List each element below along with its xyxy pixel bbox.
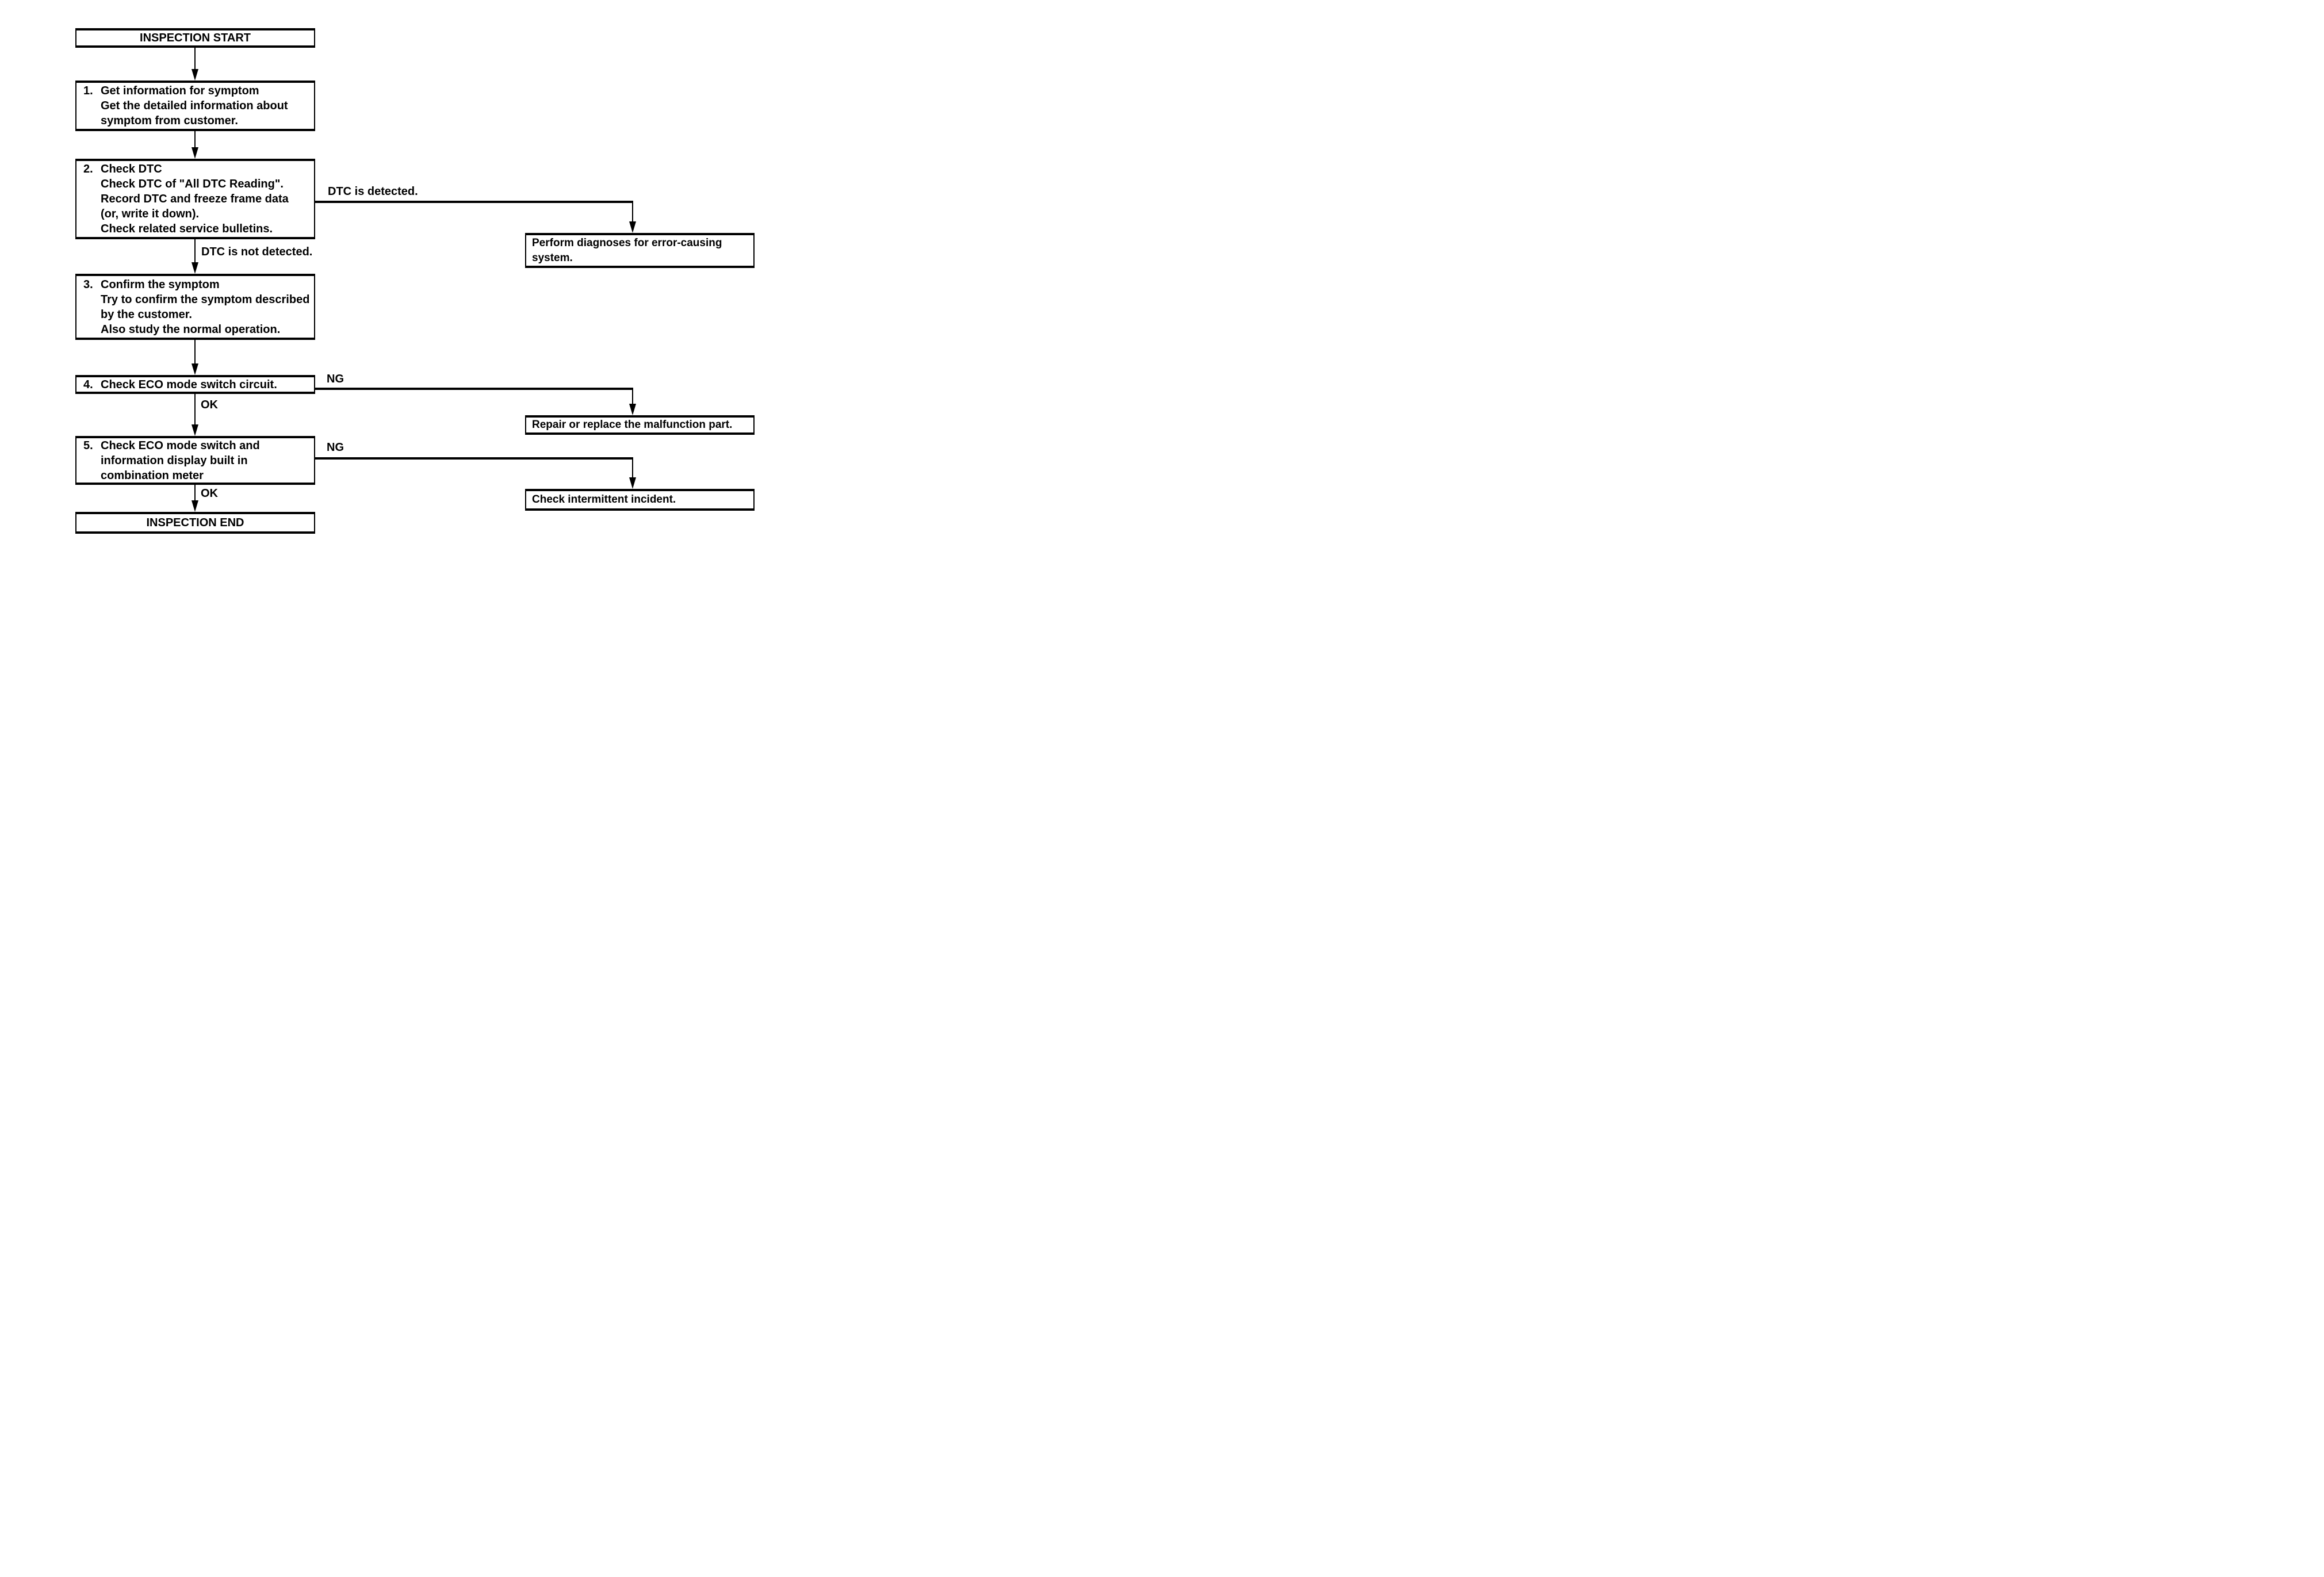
node-step2-check-dtc: 2. Check DTC Check DTC of "All DTC Readi… xyxy=(75,159,315,239)
connector-ng-step4-vertical xyxy=(632,390,633,405)
step4-title: Check ECO mode switch circuit. xyxy=(101,378,277,391)
step3-line: Also study the normal operation. xyxy=(101,323,281,336)
arrowhead-step4-to-step5 xyxy=(192,424,198,436)
step4-number: 4. xyxy=(83,378,93,391)
edge-label-ok-step5: OK xyxy=(201,487,218,500)
step3-title: Confirm the symptom xyxy=(101,278,220,291)
edge-label-ng-step5: NG xyxy=(327,441,344,454)
step3-line: by the customer. xyxy=(101,308,192,321)
step5-title: Check ECO mode switch and xyxy=(101,439,260,452)
connector-start-to-step1 xyxy=(194,48,196,70)
node-step4-check-eco-switch-circuit: 4. Check ECO mode switch circuit. xyxy=(75,375,315,394)
arrowhead-step1-to-step2 xyxy=(192,147,198,159)
node-step3-confirm-symptom: 3. Confirm the symptom Try to confirm th… xyxy=(75,274,315,340)
arrowhead-ng-step4 xyxy=(629,404,636,415)
edge-label-dtc-detected: DTC is detected. xyxy=(328,185,418,198)
connector-step5-to-end xyxy=(194,485,196,502)
step2-line: Check related service bulletins. xyxy=(101,223,273,235)
inspection-start-label: INSPECTION START xyxy=(140,31,251,44)
step1-line: Get the detailed information about xyxy=(101,99,288,112)
perform-diagnoses-line: Perform diagnoses for error-causing xyxy=(532,236,722,249)
repair-or-replace-line: Repair or replace the malfunction part. xyxy=(532,419,733,431)
connector-ng-step4-horizontal xyxy=(315,388,633,390)
arrowhead-start-to-step1 xyxy=(192,69,198,81)
step3-line: Try to confirm the symptom described xyxy=(101,293,310,306)
node-repair-or-replace: Repair or replace the malfunction part. xyxy=(525,415,755,435)
step1-line: symptom from customer. xyxy=(101,114,238,127)
connector-dtc-detected-vertical xyxy=(632,203,633,223)
step5-number: 5. xyxy=(83,439,93,452)
node-step1-get-information: 1. Get information for symptom Get the d… xyxy=(75,81,315,131)
flowchart-canvas: INSPECTION START 1. Get information for … xyxy=(0,0,830,563)
connector-step2-to-step3 xyxy=(194,239,196,263)
connector-step1-to-step2 xyxy=(194,131,196,148)
step2-line: Check DTC of "All DTC Reading". xyxy=(101,178,284,190)
step1-number: 1. xyxy=(83,85,93,97)
step3-number: 3. xyxy=(83,278,93,291)
node-perform-diagnoses: Perform diagnoses for error-causing syst… xyxy=(525,233,755,268)
perform-diagnoses-line: system. xyxy=(532,251,573,264)
check-intermittent-line: Check intermittent incident. xyxy=(532,493,676,506)
edge-label-ok-step4: OK xyxy=(201,399,218,411)
edge-label-dtc-not-detected: DTC is not detected. xyxy=(201,246,313,258)
step2-line: (or, write it down). xyxy=(101,208,200,220)
step5-line: information display built in xyxy=(101,454,248,467)
arrowhead-step2-to-step3 xyxy=(192,262,198,274)
arrowhead-ng-step5 xyxy=(629,477,636,489)
node-inspection-end: INSPECTION END xyxy=(75,512,315,534)
step2-line: Record DTC and freeze frame data xyxy=(101,193,289,205)
edge-label-ng-step4: NG xyxy=(327,373,344,385)
node-check-intermittent: Check intermittent incident. xyxy=(525,489,755,511)
connector-step4-to-step5 xyxy=(194,394,196,426)
connector-ng-step5-vertical xyxy=(632,460,633,479)
connector-step3-to-step4 xyxy=(194,340,196,365)
step5-line: combination meter xyxy=(101,469,204,482)
node-step5-check-eco-switch-display: 5. Check ECO mode switch and information… xyxy=(75,436,315,485)
inspection-end-label: INSPECTION END xyxy=(146,516,244,529)
arrowhead-step3-to-step4 xyxy=(192,363,198,375)
connector-dtc-detected-horizontal xyxy=(315,201,633,203)
connector-ng-step5-horizontal xyxy=(315,457,633,460)
arrowhead-step5-to-end xyxy=(192,500,198,512)
step1-title: Get information for symptom xyxy=(101,85,259,97)
arrowhead-dtc-detected xyxy=(629,221,636,233)
step2-number: 2. xyxy=(83,163,93,175)
node-inspection-start: INSPECTION START xyxy=(75,28,315,48)
step2-title: Check DTC xyxy=(101,163,162,175)
